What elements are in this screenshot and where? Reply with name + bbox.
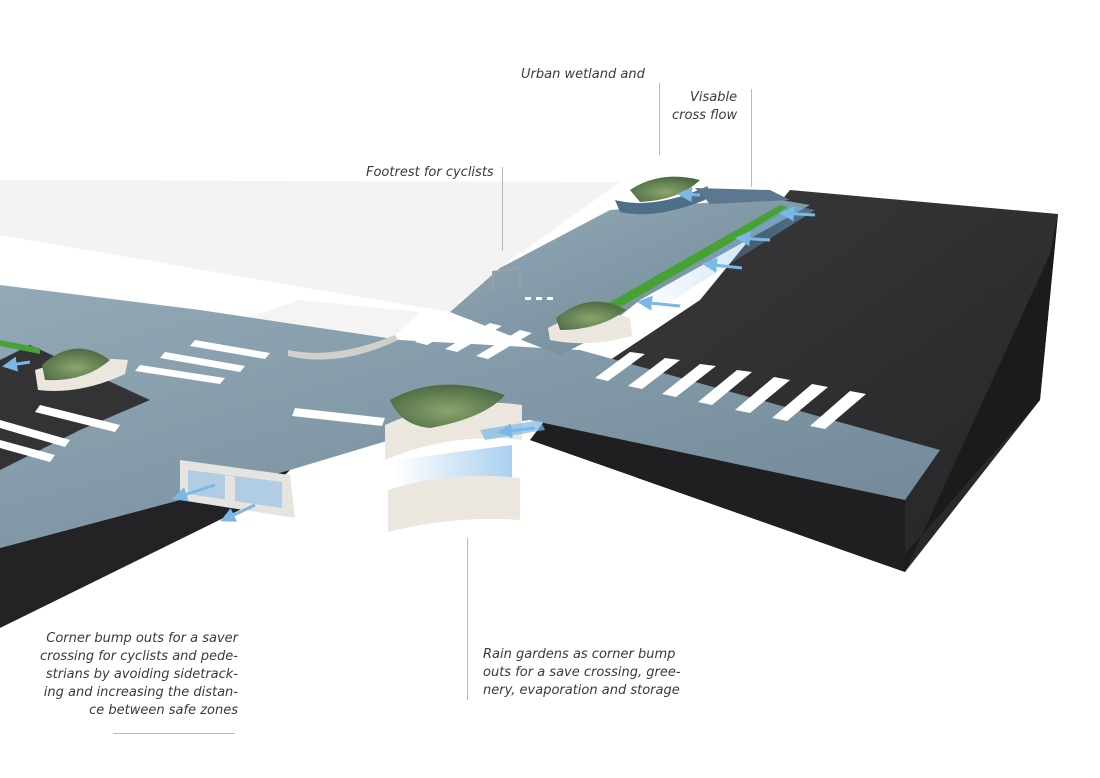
leader-line-footrest xyxy=(502,167,503,251)
leader-line-wetland xyxy=(659,83,660,155)
label-urban-wetland: Urban wetland and xyxy=(521,67,645,82)
wetland-planter-top xyxy=(615,176,790,215)
asphalt-road-right-front xyxy=(530,400,905,572)
label-footrest: Footrest for cyclists xyxy=(366,165,494,180)
leader-line-rain-gardens xyxy=(467,538,468,700)
underline-corner-bumpouts xyxy=(113,733,235,734)
asphalt-road-left-front xyxy=(0,470,290,628)
crosswalk-top xyxy=(415,318,532,359)
label-rain-gardens: Rain gardens as corner bump outs for a s… xyxy=(483,647,681,698)
bike-lane xyxy=(605,205,790,310)
bike-stop-marks xyxy=(525,297,553,300)
street-surface-vertical xyxy=(450,198,810,355)
rain-garden-left xyxy=(35,348,128,391)
footrest-rail xyxy=(492,266,521,290)
drainage-channel xyxy=(180,460,295,518)
stop-line xyxy=(292,408,385,426)
rain-garden-right xyxy=(548,301,632,344)
crosswalk-left xyxy=(135,340,270,384)
rain-garden-center xyxy=(385,384,522,532)
crosswalk-bottom-left xyxy=(0,405,120,462)
label-cross-flow: Visable cross flow xyxy=(672,90,738,123)
leader-line-cross-flow xyxy=(751,89,752,187)
crosswalk-right xyxy=(595,352,866,429)
sidewalk-surface xyxy=(0,180,620,312)
water-flow-glow xyxy=(640,205,815,305)
asphalt-road-right-side xyxy=(900,214,1058,572)
label-corner-bumpouts: Corner bump outs for a saver crossing fo… xyxy=(39,631,238,718)
water-flow-arrows xyxy=(2,187,816,522)
bike-lane-left xyxy=(0,340,40,354)
corner-curb xyxy=(288,335,398,360)
